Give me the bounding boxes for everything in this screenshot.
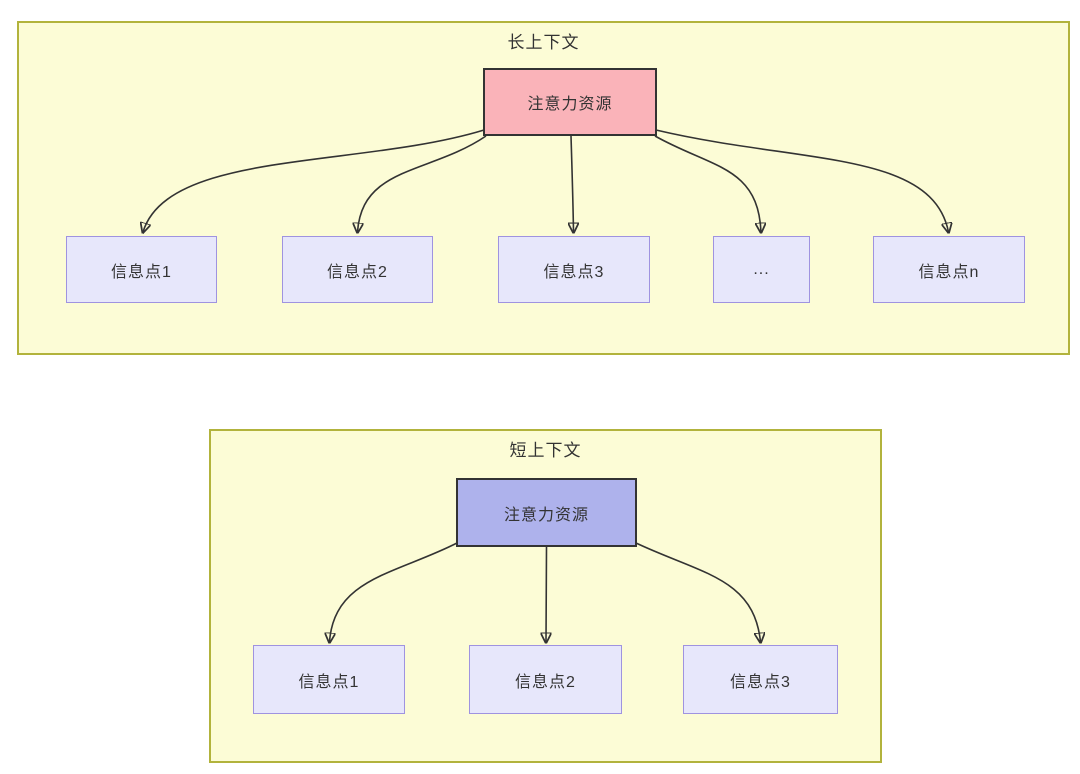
long-info-node-3: 信息点3	[498, 236, 650, 303]
long-info-node-n: 信息点n	[873, 236, 1025, 303]
long-context-title: 长上下文	[507, 33, 580, 52]
short-attention-node: 注意力资源	[456, 478, 637, 547]
long-attention-node: 注意力资源	[483, 68, 657, 136]
short-info-node-2: 信息点2	[469, 645, 622, 714]
short-context-title: 短上下文	[509, 441, 582, 460]
long-info-node-1: 信息点1	[66, 236, 217, 303]
long-info-node-ellipsis: ...	[713, 236, 810, 303]
short-info-node-1: 信息点1	[253, 645, 405, 714]
long-info-node-2: 信息点2	[282, 236, 433, 303]
short-info-node-3: 信息点3	[683, 645, 838, 714]
